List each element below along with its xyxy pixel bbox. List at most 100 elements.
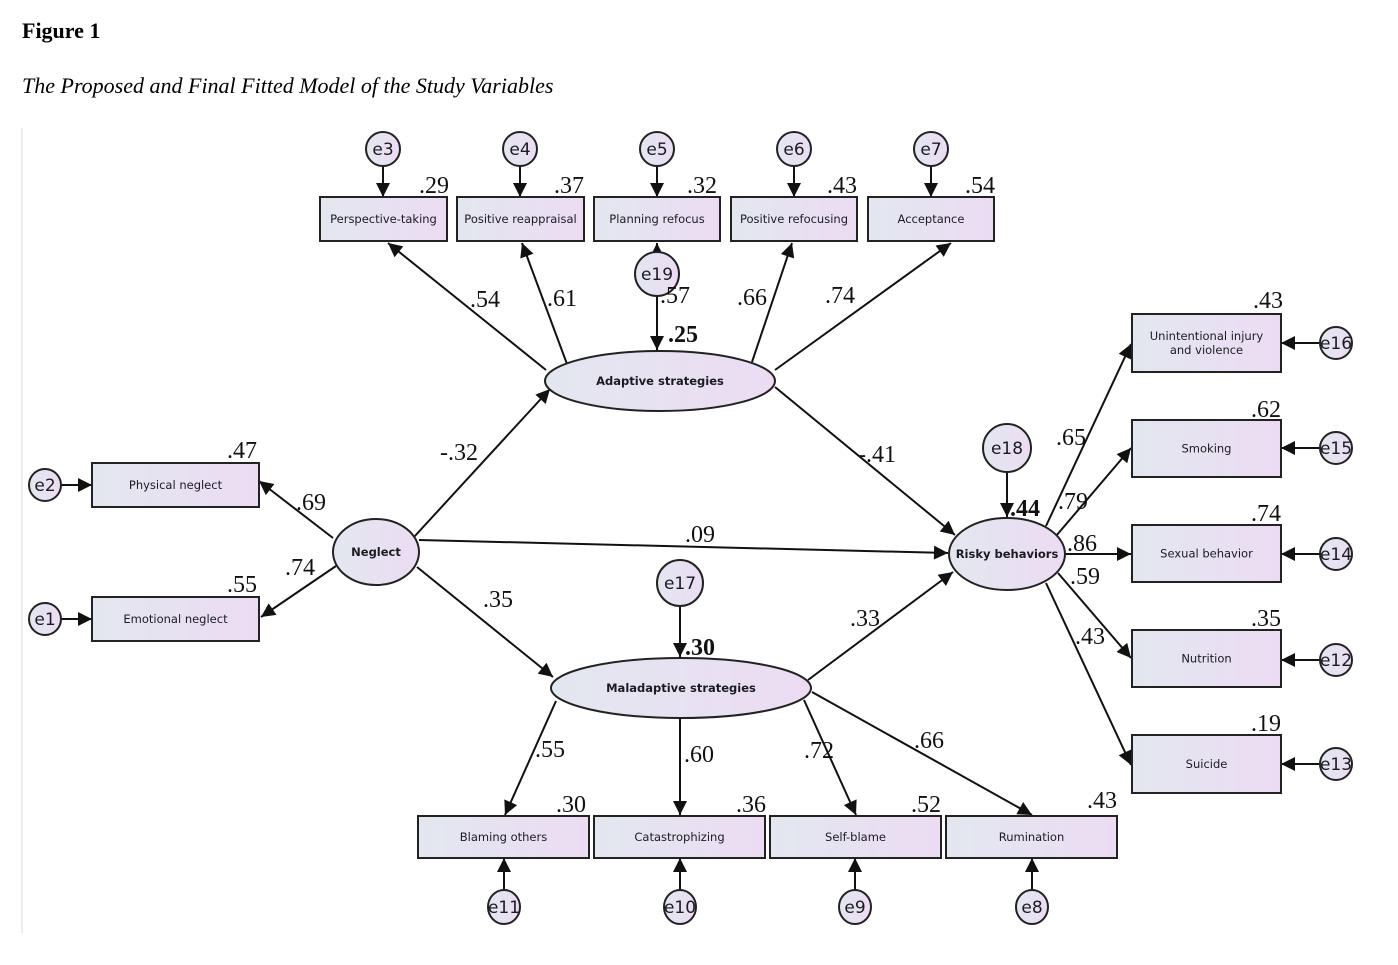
indicator-nutrition bbox=[1131, 629, 1282, 688]
indicator-smoking bbox=[1131, 419, 1282, 478]
r2-physical: .47 bbox=[227, 438, 257, 464]
r2-refocusing: .43 bbox=[827, 173, 857, 199]
indicator-label-suicide: Suicide bbox=[1186, 757, 1228, 771]
r2-nutrition: .35 bbox=[1251, 606, 1281, 632]
error-label-e8: e8 bbox=[1021, 898, 1042, 918]
r2-smoking: .62 bbox=[1251, 397, 1281, 423]
latent-label-risky: Risky behaviors bbox=[956, 547, 1059, 561]
loading-perspective: .54 bbox=[470, 287, 500, 313]
loading-acceptance: .74 bbox=[825, 283, 855, 309]
loading-arrow-rumination bbox=[811, 691, 1033, 816]
error-e1 bbox=[28, 602, 62, 636]
loading-smoking: .79 bbox=[1058, 489, 1088, 515]
error-e14 bbox=[1319, 537, 1353, 571]
error-label-e14: e14 bbox=[1320, 545, 1352, 565]
r2-reappraisal: .37 bbox=[554, 173, 584, 199]
indicator-label-smoking: Smoking bbox=[1182, 442, 1232, 456]
error-e6 bbox=[776, 131, 812, 167]
indicator-refocusing bbox=[730, 196, 858, 242]
latent-label-maladaptive: Maladaptive strategies bbox=[606, 681, 756, 695]
loading-arrow-selfblame bbox=[803, 699, 857, 816]
indicator-reappraisal bbox=[456, 196, 585, 242]
loading-suicide: .43 bbox=[1075, 624, 1105, 650]
loading-arrow-nutrition bbox=[1057, 572, 1132, 659]
indicator-label-physical: Physical neglect bbox=[129, 478, 223, 492]
loading-arrow-smoking bbox=[1055, 447, 1132, 537]
loading-arrow-perspective bbox=[387, 242, 547, 371]
error-e3 bbox=[365, 131, 401, 167]
indicator-label-planning: Planning refocus bbox=[609, 212, 704, 226]
disturbance-label-e19: e19 bbox=[641, 265, 673, 285]
loading-sexual: .86 bbox=[1067, 531, 1097, 557]
coef-neglect-to-risky: .09 bbox=[685, 522, 715, 548]
loading-emotional: .74 bbox=[285, 555, 315, 581]
disturbance-label-e18: e18 bbox=[991, 439, 1023, 459]
error-label-e5: e5 bbox=[646, 140, 667, 160]
error-e10 bbox=[663, 889, 697, 925]
loading-arrow-injury bbox=[1045, 343, 1132, 527]
error-label-e16: e16 bbox=[1320, 334, 1352, 354]
indicator-selfblame bbox=[769, 815, 942, 859]
r2-sexual: .74 bbox=[1251, 501, 1281, 527]
loading-arrow-blaming bbox=[504, 700, 557, 816]
error-label-e6: e6 bbox=[783, 140, 804, 160]
indicator-perspective bbox=[319, 196, 448, 242]
disturbance-label-e17: e17 bbox=[664, 574, 696, 594]
error-e12 bbox=[1319, 643, 1353, 677]
indicator-planning bbox=[593, 196, 721, 242]
latent-adaptive bbox=[544, 350, 776, 412]
path-adaptive-to-risky bbox=[774, 386, 956, 536]
indicator-label-emotional: Emotional neglect bbox=[123, 612, 228, 626]
figure-label: Figure 1 bbox=[22, 18, 101, 43]
loading-arrow-emotional bbox=[260, 565, 337, 618]
loading-rumination: .66 bbox=[914, 728, 944, 754]
error-e13 bbox=[1319, 747, 1353, 781]
error-e15 bbox=[1319, 431, 1353, 465]
disturbance-e18 bbox=[982, 423, 1032, 473]
labels-layer: .47.69.55.74.29.54.37.61.32.57.43.66.54.… bbox=[227, 173, 1283, 818]
indicator-physical bbox=[91, 462, 260, 508]
coef-neglect-to-maladaptive: .35 bbox=[483, 587, 513, 613]
latent-label-neglect: Neglect bbox=[351, 545, 401, 559]
error-e7 bbox=[913, 131, 949, 167]
error-e8 bbox=[1015, 889, 1049, 925]
r2-selfblame: .52 bbox=[911, 792, 941, 818]
indicator-rumination bbox=[945, 815, 1118, 859]
coef-adaptive-to-risky: -.41 bbox=[858, 442, 896, 468]
r2-acceptance: .54 bbox=[965, 173, 995, 199]
indicator-label-nutrition: Nutrition bbox=[1181, 652, 1231, 666]
indicator-label-rumination: Rumination bbox=[999, 830, 1065, 844]
path-neglect-to-adaptive bbox=[413, 388, 551, 538]
indicator-label-perspective: Perspective-taking bbox=[330, 212, 437, 226]
figure-frame-line bbox=[21, 128, 23, 933]
indicator-acceptance bbox=[867, 196, 995, 242]
coef-maladaptive-to-risky: .33 bbox=[850, 606, 880, 632]
r2-planning: .32 bbox=[687, 173, 717, 199]
r2-suicide: .19 bbox=[1251, 711, 1281, 737]
loading-injury: .65 bbox=[1056, 425, 1086, 451]
error-label-e9: e9 bbox=[844, 898, 865, 918]
indicator-catastrophizing bbox=[593, 815, 766, 859]
r2-perspective: .29 bbox=[419, 173, 449, 199]
loading-selfblame: .72 bbox=[804, 738, 834, 764]
error-label-e10: e10 bbox=[664, 898, 696, 918]
error-e11 bbox=[487, 889, 521, 925]
indicator-injury bbox=[1131, 313, 1282, 373]
error-label-e15: e15 bbox=[1320, 439, 1352, 459]
loading-arrow-refocusing bbox=[751, 242, 795, 363]
error-label-e13: e13 bbox=[1320, 755, 1352, 775]
indicator-label-refocusing: Positive refocusing bbox=[740, 212, 848, 226]
error-label-e2: e2 bbox=[34, 476, 55, 496]
error-label-e11: e11 bbox=[488, 898, 520, 918]
loading-nutrition: .59 bbox=[1070, 564, 1100, 590]
r2-injury: .43 bbox=[1253, 288, 1283, 314]
error-e9 bbox=[838, 889, 872, 925]
path-neglect-to-maladaptive bbox=[416, 566, 554, 678]
error-e16 bbox=[1319, 326, 1353, 360]
error-label-e1: e1 bbox=[34, 610, 55, 630]
loading-reappraisal: .61 bbox=[547, 286, 577, 312]
loading-arrow-reappraisal bbox=[520, 242, 568, 365]
indicator-sexual bbox=[1131, 524, 1282, 583]
error-e2 bbox=[28, 468, 62, 502]
